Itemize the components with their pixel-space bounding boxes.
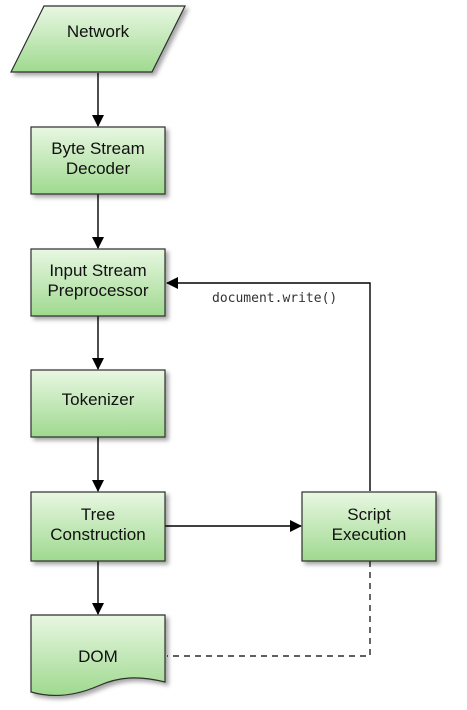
edge-script-to-preprocessor — [166, 277, 371, 491]
byte-stream-decoder-line1: Byte Stream — [51, 139, 145, 158]
node-network: Network — [10, 5, 186, 73]
edges — [92, 73, 371, 657]
input-stream-preprocessor-line1: Input Stream — [49, 261, 146, 280]
node-input-stream-preprocessor: Input Stream Preprocessor — [30, 248, 166, 317]
network-label: Network — [67, 22, 130, 41]
node-tree-construction: Tree Construction — [30, 491, 166, 562]
input-stream-preprocessor-line2: Preprocessor — [47, 281, 148, 300]
tree-construction-line1: Tree — [81, 505, 115, 524]
dom-label: DOM — [78, 647, 118, 666]
tokenizer-label: Tokenizer — [62, 390, 135, 409]
script-execution-line1: Script — [347, 505, 391, 524]
node-dom: DOM — [30, 614, 166, 696]
tree-construction-line2: Construction — [50, 525, 145, 544]
script-execution-line2: Execution — [332, 525, 407, 544]
node-tokenizer: Tokenizer — [30, 369, 166, 438]
node-script-execution: Script Execution — [301, 491, 437, 562]
document-write-label: document.write() — [212, 291, 337, 306]
edge-script-dom-dashed — [167, 561, 371, 657]
byte-stream-decoder-line2: Decoder — [66, 159, 131, 178]
node-byte-stream-decoder: Byte Stream Decoder — [30, 126, 166, 195]
